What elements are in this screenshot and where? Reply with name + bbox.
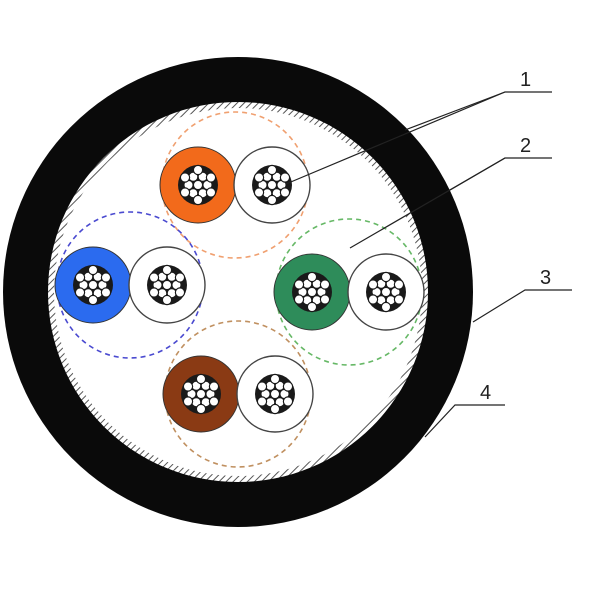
pair-green-colored-strand — [293, 294, 305, 305]
pair-green-colored-strand — [306, 301, 318, 313]
pair-brown-white-strand — [269, 388, 281, 400]
pair-blue-white-strand — [174, 287, 186, 298]
pair-blue-colored-strand — [100, 287, 112, 298]
pair-green-white-strand — [380, 286, 392, 298]
pair-orange-colored-strand — [192, 179, 204, 191]
pair-brown-colored-strand — [195, 403, 207, 415]
pair-blue-colored-strand — [74, 272, 86, 283]
pair-brown-colored-strand — [208, 381, 220, 392]
leader-line-2b — [449, 157, 506, 191]
pair-green-colored-strand — [293, 279, 305, 290]
pair-orange-white-strand — [266, 164, 278, 176]
pair-brown-white-strand — [282, 381, 294, 392]
pair-orange-white-strand — [253, 172, 265, 183]
pair-brown-white-strand — [282, 396, 294, 407]
pair-blue-colored-strand — [74, 287, 86, 298]
callout-label-2: 2 — [520, 135, 531, 157]
pair-brown-white-strand — [269, 373, 281, 385]
pair-brown-colored-strand — [182, 381, 194, 392]
pair-brown-white-strand — [256, 381, 268, 392]
callout-label-3: 3 — [540, 267, 551, 289]
pair-brown-colored-strand — [182, 396, 194, 407]
pair-green — [273, 218, 425, 366]
pair-blue-colored-strand — [87, 279, 99, 291]
pair-blue-white-strand — [148, 287, 160, 298]
leader-line-4 — [424, 404, 505, 438]
pair-orange-white-strand — [279, 187, 291, 198]
pair-green-white-strand — [393, 294, 405, 305]
pair-blue-white-strand — [161, 294, 173, 306]
pair-green-colored-strand — [306, 286, 318, 298]
pair-orange-white-strand — [266, 194, 278, 206]
pair-blue-white-strand — [161, 264, 173, 276]
pair-green-white-strand — [380, 301, 392, 313]
pair-green-white-strand — [367, 294, 379, 305]
twisted-pairs — [54, 111, 425, 468]
pair-orange-colored-strand — [205, 172, 217, 183]
leader-lines — [285, 91, 572, 438]
pair-orange-colored-strand — [179, 172, 191, 183]
callout-label-4: 4 — [480, 382, 491, 404]
callout-label-1: 1 — [520, 69, 531, 91]
pair-orange-colored-strand — [205, 187, 217, 198]
pair-green-white-strand — [393, 279, 405, 290]
pair-green-colored-strand — [319, 279, 331, 290]
pair-orange-colored-strand — [192, 164, 204, 176]
pair-orange — [159, 111, 311, 259]
pair-brown-colored-strand — [195, 388, 207, 400]
pair-orange-colored-strand — [192, 194, 204, 206]
pair-brown — [162, 320, 314, 468]
pair-brown-colored-strand — [208, 396, 220, 407]
pair-green-colored-strand — [306, 271, 318, 283]
pair-brown-white-strand — [256, 396, 268, 407]
pair-brown-white-strand — [269, 403, 281, 415]
pair-green-white-strand — [380, 271, 392, 283]
pair-green-colored-strand — [319, 294, 331, 305]
pair-orange-white-strand — [266, 179, 278, 191]
pair-blue-colored-strand — [87, 294, 99, 306]
inner-filler — [54, 108, 422, 476]
pair-green-white-strand — [367, 279, 379, 290]
pair-brown-colored-strand — [195, 373, 207, 385]
leader-line-3 — [472, 289, 572, 323]
pair-orange-white-strand — [279, 172, 291, 183]
pair-blue — [54, 211, 206, 359]
pair-blue-white-strand — [148, 272, 160, 283]
pair-blue-colored-strand — [100, 272, 112, 283]
pair-blue-white-strand — [174, 272, 186, 283]
pair-blue-colored-strand — [87, 264, 99, 276]
pair-orange-white-strand — [253, 187, 265, 198]
pair-blue-white-strand — [161, 279, 173, 291]
leader-line-1b — [404, 91, 506, 131]
pair-orange-colored-strand — [179, 187, 191, 198]
